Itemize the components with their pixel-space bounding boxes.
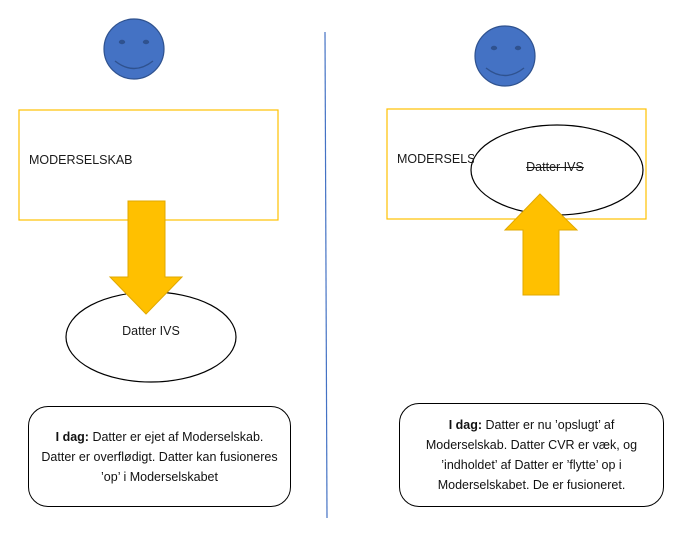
left-child-label: Datter IVS xyxy=(122,324,180,338)
left-caption-bold: I dag: xyxy=(55,429,89,444)
left-down-arrow xyxy=(108,200,184,315)
right-up-arrow xyxy=(503,193,579,296)
right-caption-box: I dag: Datter er nu ’opslugt’ af Moderse… xyxy=(399,403,664,507)
left-parent-label: MODERSELSKAB xyxy=(29,153,133,167)
left-caption-text: Datter er ejet af Moderselskab. Datter e… xyxy=(41,429,278,484)
right-child-label: Datter IVS xyxy=(526,160,584,174)
right-smiley-icon xyxy=(474,25,536,87)
right-parent-label: MODERSELSKAB xyxy=(397,152,474,166)
left-caption-box: I dag: Datter er ejet af Moderselskab. D… xyxy=(28,406,291,507)
left-smiley-icon xyxy=(103,18,165,80)
right-caption-text: Datter er nu ’opslugt’ af Moderselskab. … xyxy=(425,418,638,492)
right-caption-bold: I dag: xyxy=(448,418,483,432)
divider-line xyxy=(324,31,328,519)
